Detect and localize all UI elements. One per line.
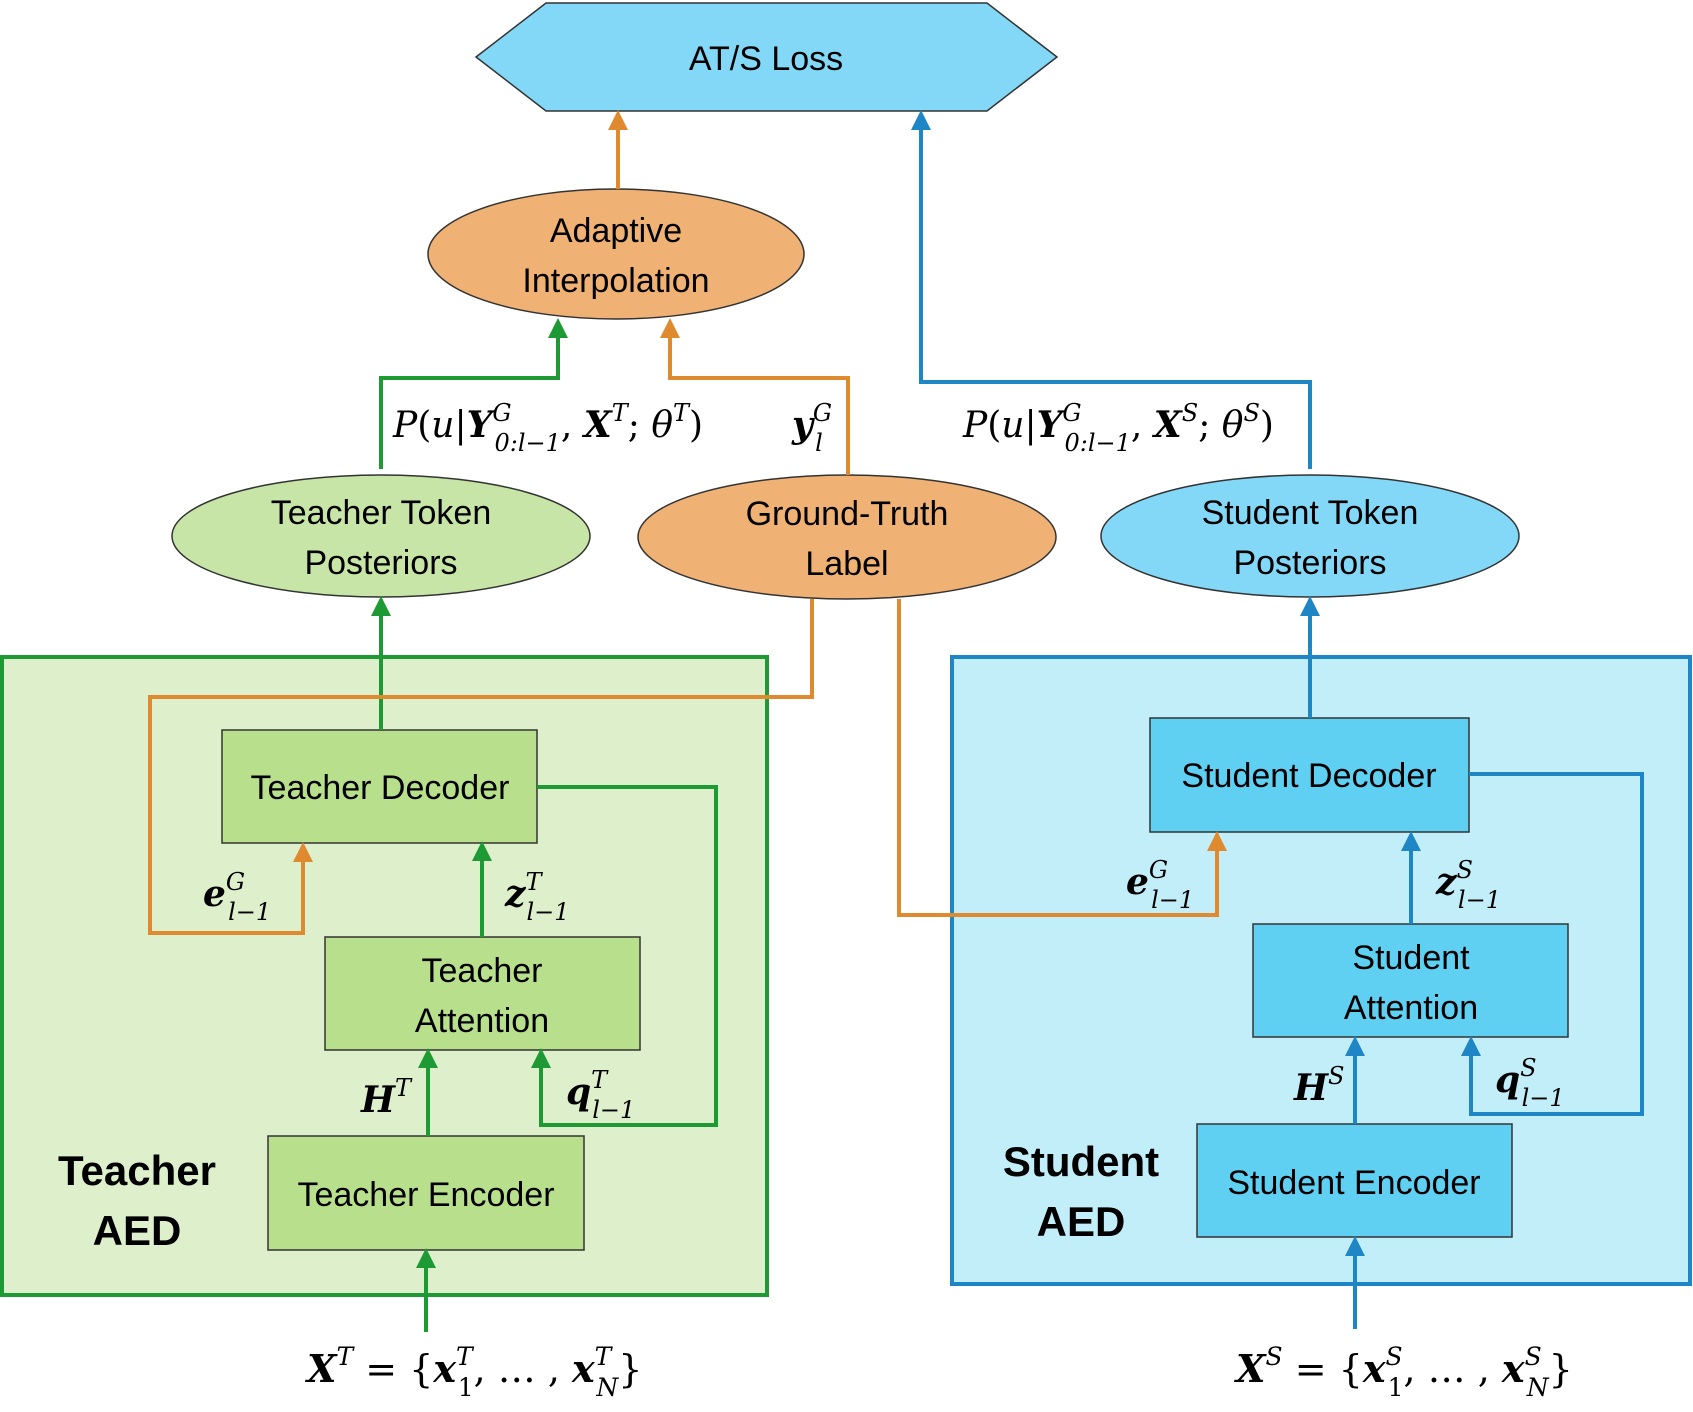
student-posteriors-to-loss-arrow xyxy=(911,110,1312,469)
teacher-decoder-label: Teacher Decoder xyxy=(251,769,510,807)
teacher-attention-node xyxy=(324,936,641,1051)
adaptive-label-line1: Adaptive xyxy=(550,212,682,250)
teacher-encoder-label: Teacher Encoder xyxy=(297,1176,554,1214)
student-query-loop xyxy=(1461,772,1644,1116)
svg-text:XS = {xS1, … , xSN}: XS = {xS1, … , xSN} xyxy=(1234,1342,1573,1402)
svg-text:eGl−1: eGl−1 xyxy=(203,868,271,926)
svg-text:XT = {xT1, … , xTN}: XT = {xT1, … , xTN} xyxy=(305,1342,642,1402)
ground-truth-line2: Label xyxy=(805,545,888,583)
svg-text:qTl−1: qTl−1 xyxy=(566,1066,635,1124)
svg-text:yGl: yGl xyxy=(791,399,832,457)
teacher-posteriors-line2: Posteriors xyxy=(304,544,457,582)
student-aed-title-line2: AED xyxy=(1037,1198,1126,1245)
ground-truth-line1: Ground-Truth xyxy=(746,495,949,533)
student-decoder-node xyxy=(1149,717,1470,833)
student-encoder-label: Student Encoder xyxy=(1227,1164,1480,1202)
svg-text:HS: HS xyxy=(1293,1062,1344,1109)
loss-label: AT/S Loss xyxy=(689,40,843,78)
student-posteriors-line2: Posteriors xyxy=(1233,544,1386,582)
svg-text:HT: HT xyxy=(360,1074,413,1121)
teacher-decoder-node xyxy=(221,729,538,844)
teacher-encoder-node xyxy=(267,1135,585,1251)
svg-text:zSl−1: zSl−1 xyxy=(1435,856,1501,914)
student-encoder-node xyxy=(1196,1123,1513,1238)
student-attention-line1: Student xyxy=(1352,939,1470,977)
svg-text:zTl−1: zTl−1 xyxy=(504,868,570,926)
loss-node xyxy=(474,2,1059,112)
teacher-aed-title-line1: Teacher xyxy=(58,1147,216,1194)
gt-to-teacher-decoder-arrow xyxy=(148,599,814,935)
teacher-query-loop xyxy=(531,785,718,1127)
svg-text:P(u|YG0:l−1, XS; θS): P(u|YG0:l−1, XS; θS) xyxy=(962,399,1274,457)
teacher-posteriors-to-interp-arrow xyxy=(379,318,568,469)
gt-to-interp-arrow xyxy=(660,318,850,475)
teacher-attention-line1: Teacher xyxy=(422,952,543,990)
student-decoder-label: Student Decoder xyxy=(1181,757,1436,795)
student-attention-node xyxy=(1252,923,1569,1038)
student-posteriors-line1: Student Token xyxy=(1202,494,1419,532)
teacher-hidden-label: HT xyxy=(360,1074,413,1121)
teacher-aed-title-line2: AED xyxy=(93,1207,182,1254)
student-aed-title-line1: Student xyxy=(1003,1138,1159,1185)
student-attention-line2: Attention xyxy=(1344,989,1478,1027)
svg-text:P(u|YG0:l−1, XT; θT): P(u|YG0:l−1, XT; θT) xyxy=(392,399,703,457)
adaptive-label-line2: Interpolation xyxy=(522,262,709,300)
teacher-attention-line2: Attention xyxy=(415,1002,549,1040)
svg-text:eGl−1: eGl−1 xyxy=(1126,856,1194,914)
gt-to-student-decoder-arrow xyxy=(897,599,1227,917)
svg-text:qSl−1: qSl−1 xyxy=(1495,1054,1565,1112)
student-hidden-label: HS xyxy=(1293,1062,1344,1109)
teacher-posteriors-line1: Teacher Token xyxy=(271,494,492,532)
